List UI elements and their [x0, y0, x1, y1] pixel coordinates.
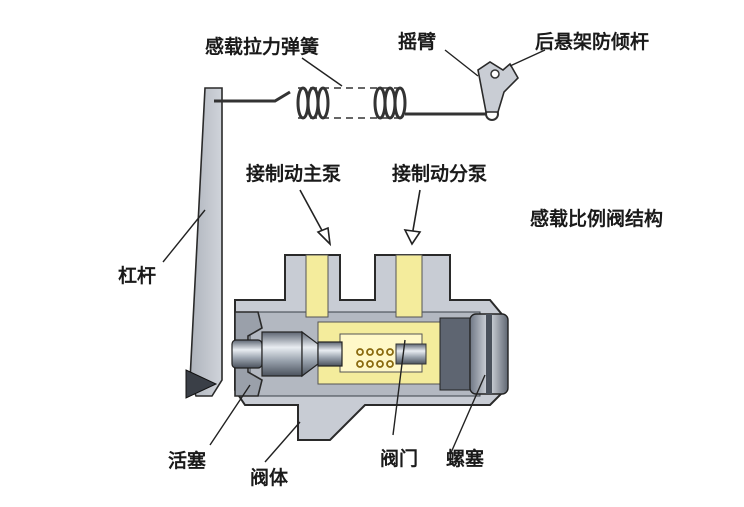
label-lever: 杠杆 — [118, 264, 156, 287]
label-body: 阀体 — [250, 466, 289, 489]
spring-linkage — [214, 86, 499, 121]
valve-body — [234, 254, 506, 441]
label-to-wheel: 接制动分泵 — [392, 162, 487, 185]
spring-coils-right — [373, 86, 407, 120]
diagram-title: 感载比例阀结构 — [530, 207, 663, 230]
label-to-master: 接制动主泵 — [246, 162, 341, 185]
spring-coils-left — [296, 86, 330, 120]
label-spring: 感载拉力弹簧 — [205, 35, 319, 58]
lever — [185, 87, 223, 399]
plug — [469, 313, 509, 395]
master-port-passage — [305, 254, 329, 318]
lever-pivot-triangle — [185, 369, 218, 399]
label-arm: 摇臂 — [398, 30, 436, 53]
port-arrows — [299, 189, 422, 247]
piston — [231, 330, 343, 378]
leader-lines — [162, 49, 546, 463]
valve-spring — [356, 348, 394, 368]
rocker-arm — [477, 61, 519, 113]
label-plug: 螺塞 — [446, 447, 485, 470]
label-rear-bar: 后悬架防倾杆 — [535, 30, 649, 53]
wheel-port-passage — [395, 254, 423, 318]
label-valve: 阀门 — [380, 447, 418, 470]
label-piston: 活塞 — [168, 449, 207, 472]
